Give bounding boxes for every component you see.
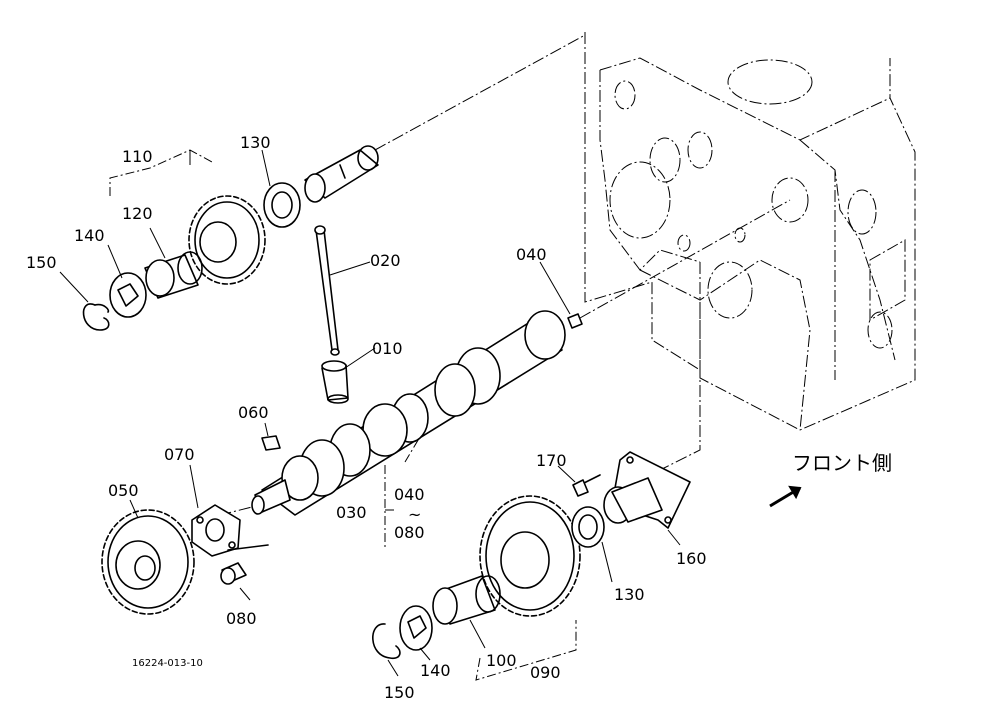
cam-gear-050: [101, 509, 195, 615]
label-120: 120: [122, 204, 153, 223]
label-130-top: 130: [240, 133, 271, 152]
snap-ring-150-top: [82, 303, 110, 331]
label-090: 090: [530, 663, 561, 682]
push-rod-020: [314, 225, 340, 356]
thrust-washer-130-top: [263, 182, 301, 228]
label-010: 010: [372, 339, 403, 358]
label-030: 030: [336, 503, 367, 522]
bolt-080: [220, 544, 269, 585]
front-side-label: フロント側: [792, 451, 892, 475]
label-110: 110: [122, 147, 153, 166]
snap-ring-150-bottom: [372, 623, 401, 660]
thrust-plate-070: [191, 504, 241, 557]
camshaft-030: [251, 310, 566, 516]
label-150-top: 150: [26, 253, 57, 272]
engine-block: [584, 32, 916, 431]
label-100: 100: [486, 651, 517, 670]
label-060: 060: [238, 403, 269, 422]
washer-140-bottom: [399, 605, 433, 651]
label-140-bottom: 140: [420, 661, 451, 680]
thrust-washer-130-bottom: [571, 506, 605, 548]
bolt-170: [572, 474, 601, 497]
bushing-120: [144, 251, 203, 299]
idle-gear-shaft-160: [603, 451, 691, 529]
cam-gear-090: [479, 495, 581, 617]
front-side-indicator: フロント側: [769, 451, 892, 508]
leader-lines: [59, 149, 681, 681]
label-170: 170: [536, 451, 567, 470]
label-150-bottom: 150: [384, 683, 415, 702]
label-130-bottom: 130: [614, 585, 645, 604]
label-160: 160: [676, 549, 707, 568]
label-tilde: ~: [408, 505, 421, 524]
drawing-code: 16224-013-10: [132, 658, 203, 669]
assembly-axis-lines: [199, 34, 791, 521]
label-080-bolt: 080: [226, 609, 257, 628]
bushing-100: [432, 575, 501, 625]
idle-gear-110: [188, 195, 266, 285]
label-050: 050: [108, 481, 139, 500]
plug-040: [567, 313, 583, 329]
label-040-range: 040: [394, 485, 425, 504]
label-040-top: 040: [516, 245, 547, 264]
tappet-010: [321, 360, 349, 404]
label-140-top: 140: [74, 226, 105, 245]
label-080-range: 080: [394, 523, 425, 542]
label-070: 070: [164, 445, 195, 464]
label-020: 020: [370, 251, 401, 270]
key-060: [261, 435, 281, 451]
part-labels: 130 110 120 140 150 020 040 010 060 070 …: [26, 133, 707, 702]
camshaft-bushing-top: [304, 145, 379, 203]
washer-140-top: [109, 272, 147, 318]
